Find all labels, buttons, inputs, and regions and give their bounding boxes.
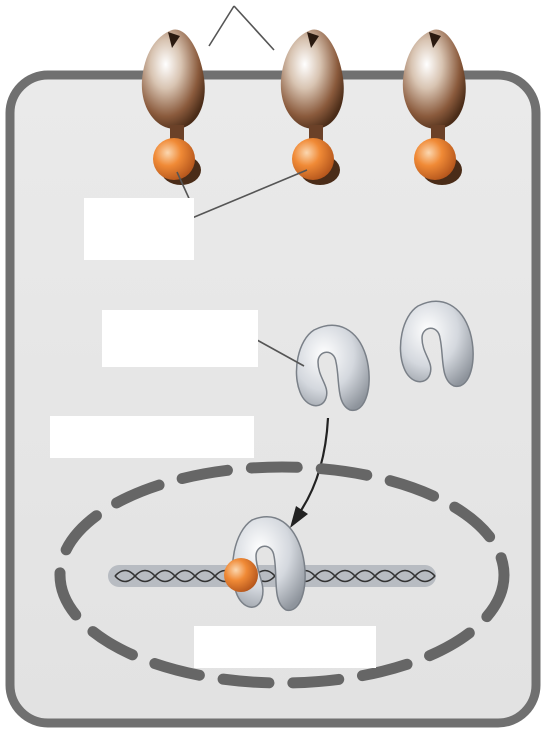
transport-label-box [50, 416, 254, 458]
ligand-label-box [84, 198, 194, 260]
dna [108, 565, 436, 587]
dna-label-box [194, 626, 376, 668]
dna-bound-ligand [224, 558, 258, 592]
cytoplasmic-protein-label-box [102, 310, 258, 367]
top-leader-lines [209, 6, 274, 50]
ligand-3 [414, 138, 456, 180]
ligand-1 [153, 138, 195, 180]
